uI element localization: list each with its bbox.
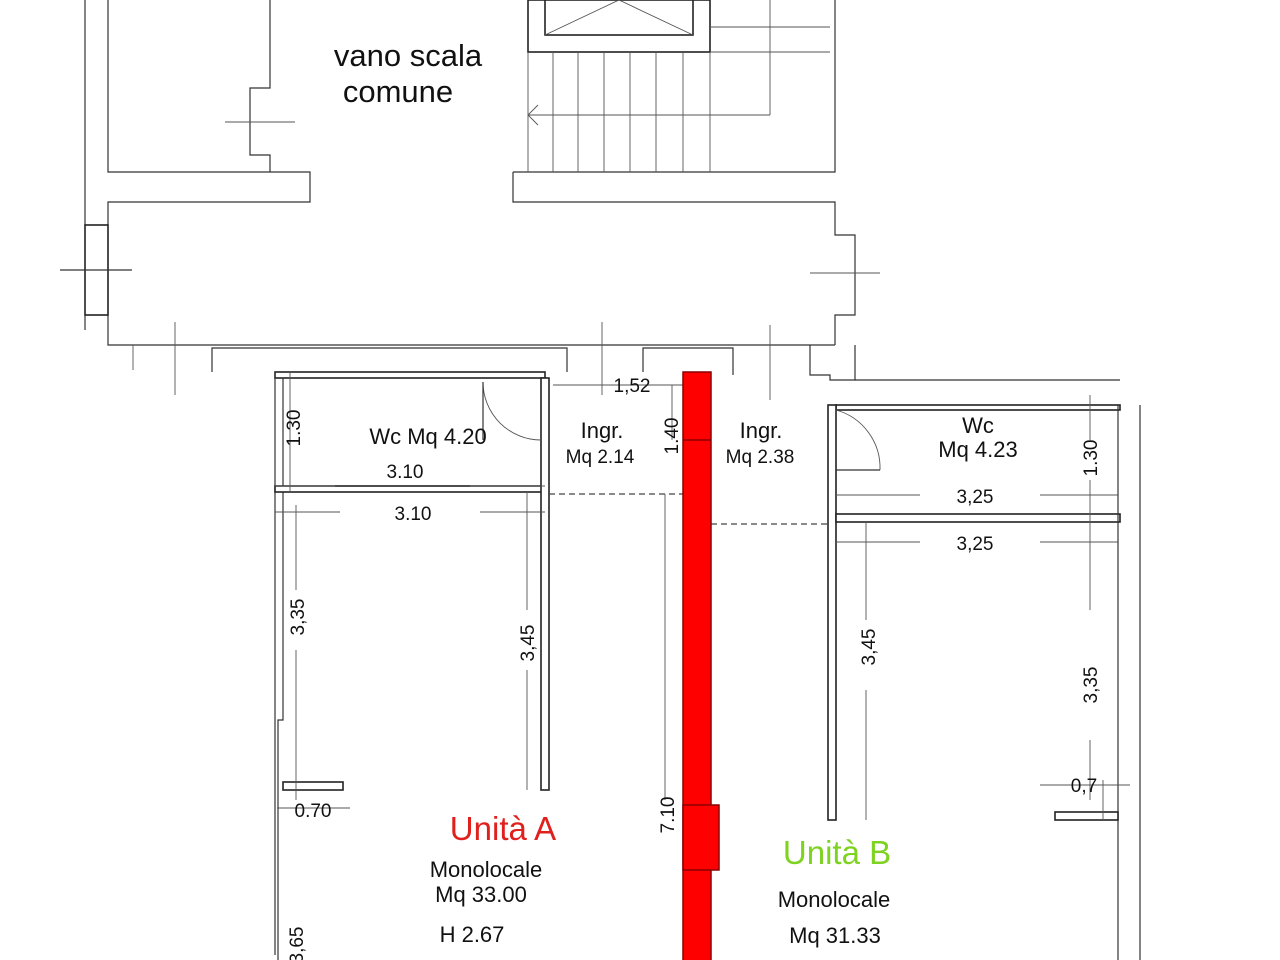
unit-a-height: H 2.67 — [440, 922, 505, 947]
dim-3-45-b: 3,45 — [859, 629, 880, 666]
dim-1-30-a: 1.30 — [284, 410, 305, 447]
dim-3-25-room: 3,25 — [957, 534, 994, 555]
common-stair-label-1: vano scala — [334, 38, 483, 73]
unit-a-entry-area: Mq 2.14 — [566, 447, 635, 468]
dim-3-35-b: 3,35 — [1081, 667, 1102, 704]
unit-a-title: Unità A — [450, 810, 556, 847]
unit-b-type: Monolocale — [778, 887, 891, 912]
dim-0-7: 0,7 — [1071, 776, 1097, 797]
new-partition-wall — [682, 371, 720, 960]
dim-1-52: 1,52 — [614, 376, 651, 397]
walls — [60, 0, 1141, 960]
unit-a-area: Mq 33.00 — [435, 882, 527, 907]
common-stair-label-2: comune — [343, 74, 453, 109]
unit-a-type: Monolocale — [430, 857, 543, 882]
dim-3-10-room: 3.10 — [395, 504, 432, 525]
dim-1-40: 1.40 — [662, 418, 683, 455]
unit-b-title: Unità B — [783, 834, 891, 871]
dim-0-70: 0.70 — [295, 801, 332, 822]
unit-b-area: Mq 31.33 — [789, 923, 881, 948]
unit-b-wc-label: Wc — [962, 413, 994, 438]
unit-b-entry-area: Mq 2.38 — [726, 447, 795, 468]
dim-3-35-a: 3,35 — [288, 599, 309, 636]
dim-3-45-a: 3,45 — [518, 625, 539, 662]
dim-1-30-b: 1.30 — [1081, 440, 1102, 477]
unit-b-entry-label: Ingr. — [740, 418, 783, 443]
dim-3-10-wc: 3.10 — [387, 462, 424, 483]
unit-b-wc-area: Mq 4.23 — [938, 437, 1018, 462]
unit-a-wc-label: Wc Mq 4.20 — [369, 424, 486, 449]
dim-7-10: 7.10 — [658, 797, 679, 834]
unit-a-entry-label: Ingr. — [581, 418, 624, 443]
dim-3-25-wc: 3,25 — [957, 487, 994, 508]
dim-3-65: 3,65 — [287, 927, 308, 960]
